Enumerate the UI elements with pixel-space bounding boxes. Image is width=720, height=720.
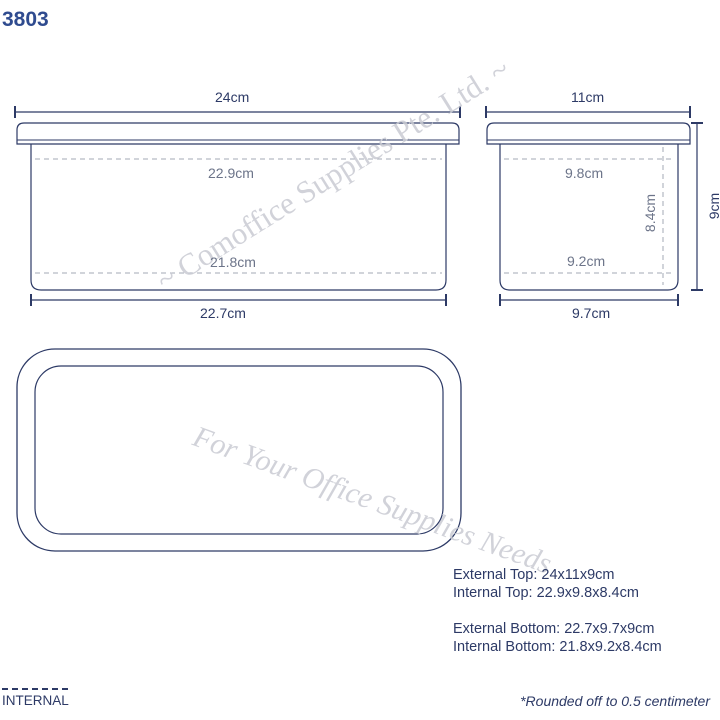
end-body [499,144,679,291]
legend-dashed-line [2,688,68,690]
specs-block: External Top: 24x11x9cm Internal Top: 22… [453,566,662,656]
side-external-top-label: 24cm [215,89,250,105]
end-external-top-label: 11cm [571,89,605,105]
side-external-bottom-label: 22.7cm [200,305,246,321]
spec-internal-top: Internal Top: 22.9x9.8x8.4cm [453,585,639,601]
side-internal-top-label: 22.9cm [208,165,254,181]
spec-internal-bottom: Internal Bottom: 21.8x9.2x8.4cm [453,639,662,655]
end-lid [486,122,691,145]
end-external-height-label: 9cm [706,192,720,220]
end-external-bottom-label: 9.7cm [572,305,611,321]
model-number: 3803 [2,8,49,31]
end-internal-height-label: 8.4cm [642,193,658,233]
legend-label: INTERNAL [2,693,69,708]
end-internal-top-label: 9.8cm [565,165,604,181]
spec-external-bottom: External Bottom: 22.7x9.7x9cm [453,621,655,637]
top-view-outer [16,348,462,552]
spec-external-top: External Top: 24x11x9cm [453,567,615,583]
top-view-inner [34,365,444,535]
footnote: *Rounded off to 0.5 centimeter [520,693,710,709]
end-internal-bottom-label: 9.2cm [567,253,606,269]
side-body [30,144,447,291]
side-internal-bottom-label: 21.8cm [210,254,256,270]
side-lid [16,122,460,145]
